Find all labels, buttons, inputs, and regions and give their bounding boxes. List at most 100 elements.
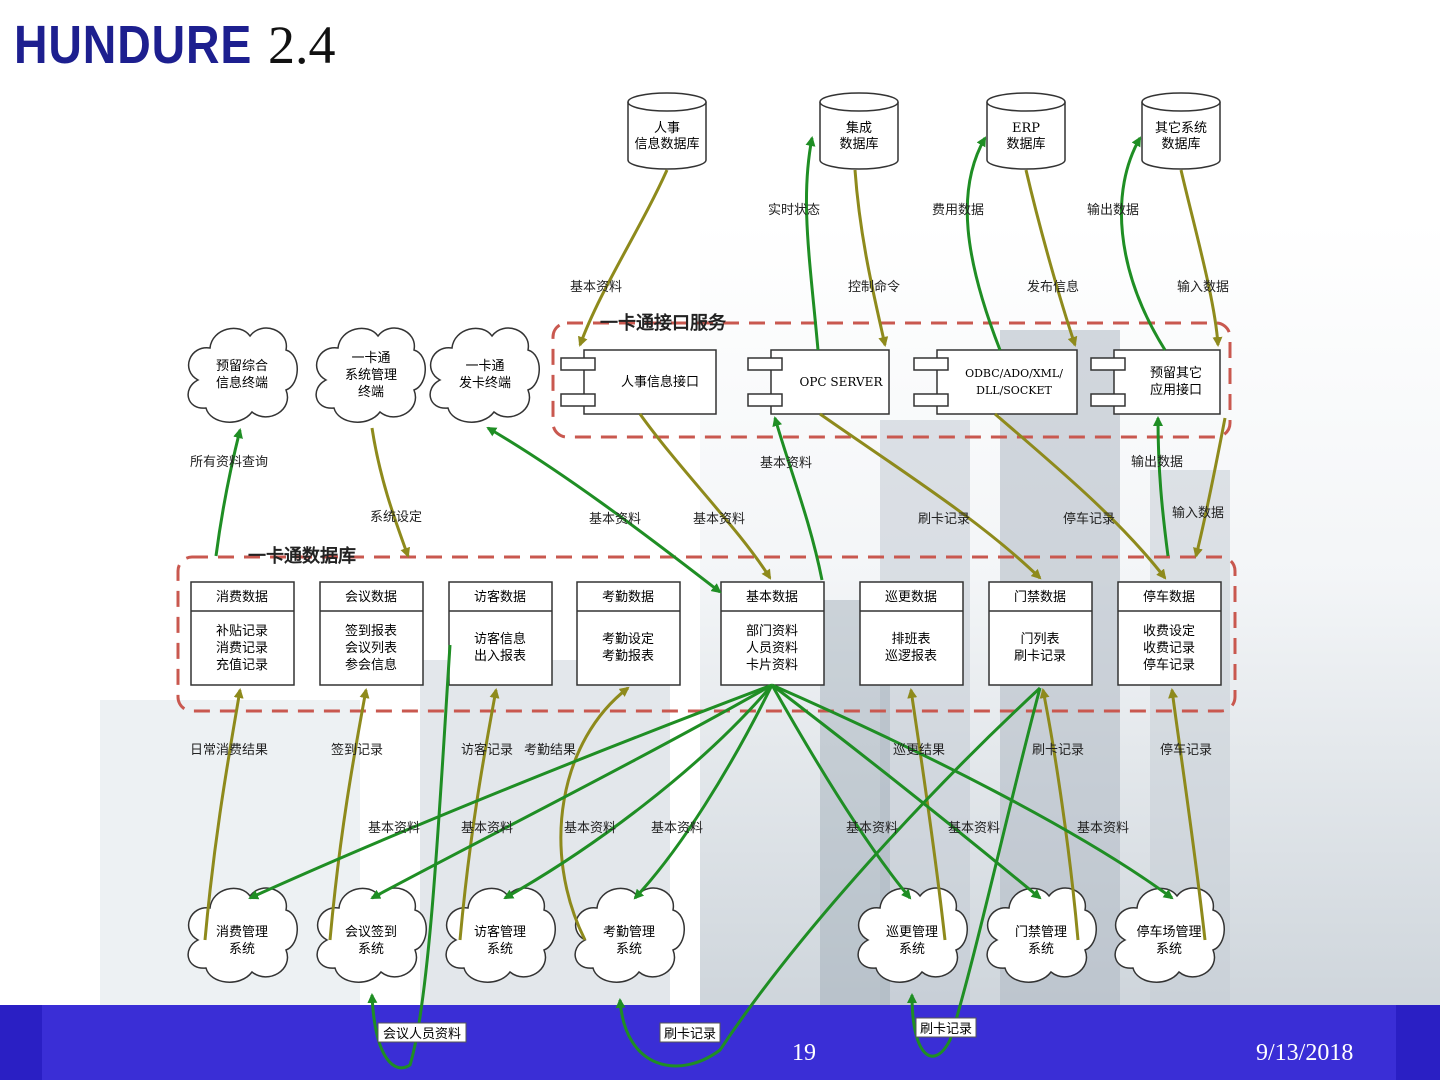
database-other: 其它系统 数据库	[1141, 92, 1221, 170]
label-publish-info: 发布信息	[1027, 279, 1079, 295]
subsystem-visitor-line2: 系统	[487, 942, 513, 957]
table-visitor-row2: 出入报表	[474, 649, 526, 664]
interface-odbc-line2: DLL/SOCKET	[976, 384, 1052, 397]
subsystem-visitor: 访客管理 系统	[445, 887, 556, 983]
label-swipe-record-mid: 刷卡记录	[918, 512, 970, 527]
database-integrated-line2: 数据库	[839, 136, 878, 152]
subsystem-patrol: 巡更管理 系统	[857, 887, 968, 983]
label-control-cmd: 控制命令	[848, 279, 900, 295]
database-hr-line1: 人事	[654, 121, 680, 136]
label-basic-b5: 基本资料	[846, 821, 898, 836]
database-other-line1: 其它系统	[1155, 120, 1207, 136]
subsystem-meeting-line1: 会议签到	[345, 924, 397, 940]
table-attendance-row1: 考勤设定	[602, 632, 654, 647]
subsystem-attendance-line1: 考勤管理	[603, 925, 655, 940]
label-basic-b3: 基本资料	[564, 821, 616, 836]
interface-opc-label: OPC SERVER	[800, 375, 884, 389]
table-parking-title: 停车数据	[1143, 589, 1195, 605]
table-attendance-row2: 考勤报表	[602, 649, 654, 664]
label-output-data-top: 输出数据	[1087, 202, 1139, 218]
table-basic-row1: 部门资料	[746, 624, 798, 639]
table-patrol-row2: 巡逻报表	[885, 649, 937, 664]
subsystem-access-line2: 系统	[1028, 942, 1054, 957]
label-output-data-mid: 输出数据	[1131, 454, 1183, 470]
table-meeting-title: 会议数据	[345, 590, 397, 605]
company-logo: HUNDURE	[14, 15, 253, 75]
subsystem-access-line1: 门禁管理	[1015, 925, 1067, 940]
interface-hr-label: 人事信息接口	[621, 374, 699, 390]
label-daily-consume: 日常消费结果	[190, 743, 268, 758]
interface-reserved: 预留其它 应用接口	[1090, 349, 1221, 415]
table-access-row2: 刷卡记录	[1014, 649, 1066, 664]
database-erp: ERP 数据库	[986, 92, 1066, 170]
subsystem-meeting: 会议签到 系统	[316, 887, 427, 983]
table-parking-row2: 收费记录	[1143, 641, 1195, 656]
table-consume-title: 消费数据	[216, 590, 268, 605]
label-patrol-result: 巡更结果	[893, 743, 945, 758]
label-basic-info-mid2: 基本资料	[693, 512, 745, 527]
table-access: 门禁数据 门列表 刷卡记录	[988, 581, 1093, 686]
table-access-title: 门禁数据	[1014, 590, 1066, 605]
interface-group-title: 一卡通接口服务	[600, 312, 727, 334]
interface-reserved-line2: 应用接口	[1150, 382, 1202, 398]
subsystem-parking-line1: 停车场管理	[1136, 924, 1201, 940]
terminal-admin: 一卡通 系统管理 终端	[315, 327, 426, 423]
table-parking-row3: 停车记录	[1143, 657, 1195, 673]
label-basic-b1: 基本资料	[368, 821, 420, 836]
subsystem-access: 门禁管理 系统	[986, 887, 1097, 983]
subsystem-patrol-line2: 系统	[899, 942, 925, 957]
table-consume-row3: 充值记录	[216, 657, 268, 673]
label-meeting-people: 会议人员资料	[383, 1027, 461, 1042]
label-basic-b7: 基本资料	[1077, 821, 1129, 836]
label-input-data-top: 输入数据	[1177, 279, 1229, 295]
database-erp-line1: ERP	[1012, 121, 1040, 136]
label-basic-b4: 基本资料	[651, 821, 703, 836]
database-integrated-line1: 集成	[846, 120, 872, 136]
label-swipe-record-low: 刷卡记录	[1032, 743, 1084, 758]
table-basic-title: 基本数据	[746, 590, 798, 605]
terminal-card-issue-line2: 发卡终端	[459, 375, 511, 391]
bottom-labels: 会议人员资料 刷卡记录 刷卡记录	[377, 1017, 977, 1043]
interface-group-border	[551, 321, 1232, 439]
version-label: 2.4	[268, 15, 336, 75]
table-basic-row2: 人员资料	[746, 641, 798, 656]
table-parking: 停车数据 收费设定 收费记录 停车记录	[1117, 581, 1222, 686]
table-patrol-title: 巡更数据	[885, 590, 937, 605]
subsystem-consume-line1: 消费管理	[216, 925, 268, 940]
table-consume: 消费数据 补贴记录 消费记录 充值记录	[190, 581, 295, 686]
label-basic-b2: 基本资料	[461, 821, 513, 836]
label-fee-data: 费用数据	[932, 203, 984, 218]
database-other-line2: 数据库	[1161, 136, 1200, 152]
footer-date: 9/13/2018	[1256, 1040, 1354, 1066]
table-attendance: 考勤数据 考勤设定 考勤报表	[576, 581, 681, 686]
interface-odbc: ODBC/ADO/XML/ DLL/SOCKET	[913, 349, 1078, 415]
database-hr: 人事 信息数据库	[627, 92, 707, 170]
terminal-admin-line3: 终端	[358, 384, 384, 400]
label-input-data-mid: 输入数据	[1172, 505, 1224, 521]
table-visitor: 访客数据 访客信息 出入报表	[448, 581, 553, 686]
database-erp-line2: 数据库	[1006, 136, 1045, 152]
table-patrol-row1: 排班表	[891, 632, 930, 647]
table-consume-row1: 补贴记录	[216, 624, 268, 639]
subsystem-meeting-line2: 系统	[358, 942, 384, 957]
subsystem-attendance: 考勤管理 系统	[574, 887, 685, 983]
interface-reserved-line1: 预留其它	[1150, 365, 1202, 381]
db-group-title: 一卡通数据库	[248, 545, 356, 567]
interface-opc: OPC SERVER	[747, 349, 890, 415]
terminal-info-line1: 预留综合	[216, 359, 268, 374]
subsystem-parking: 停车场管理 系统	[1114, 887, 1225, 983]
database-integrated: 集成 数据库	[819, 92, 899, 170]
edge-labels: 实时状态 费用数据 输出数据 基本资料 控制命令 发布信息 输入数据 所有资料查…	[190, 202, 1229, 836]
label-parking-record-mid: 停车记录	[1063, 511, 1115, 527]
connector-arrows	[203, 136, 1227, 1070]
table-patrol: 巡更数据 排班表 巡逻报表	[859, 581, 964, 686]
table-meeting-row3: 参会信息	[345, 657, 397, 673]
table-visitor-title: 访客数据	[474, 589, 526, 605]
subsystem-patrol-line1: 巡更管理	[886, 925, 938, 940]
table-attendance-title: 考勤数据	[602, 590, 654, 605]
table-basic: 基本数据 部门资料 人员资料 卡片资料	[720, 581, 825, 686]
table-meeting: 会议数据 签到报表 会议列表 参会信息	[319, 581, 424, 686]
terminal-admin-line2: 系统管理	[345, 368, 397, 383]
table-consume-row2: 消费记录	[216, 641, 268, 656]
terminal-card-issue: 一卡通 发卡终端	[429, 327, 540, 423]
